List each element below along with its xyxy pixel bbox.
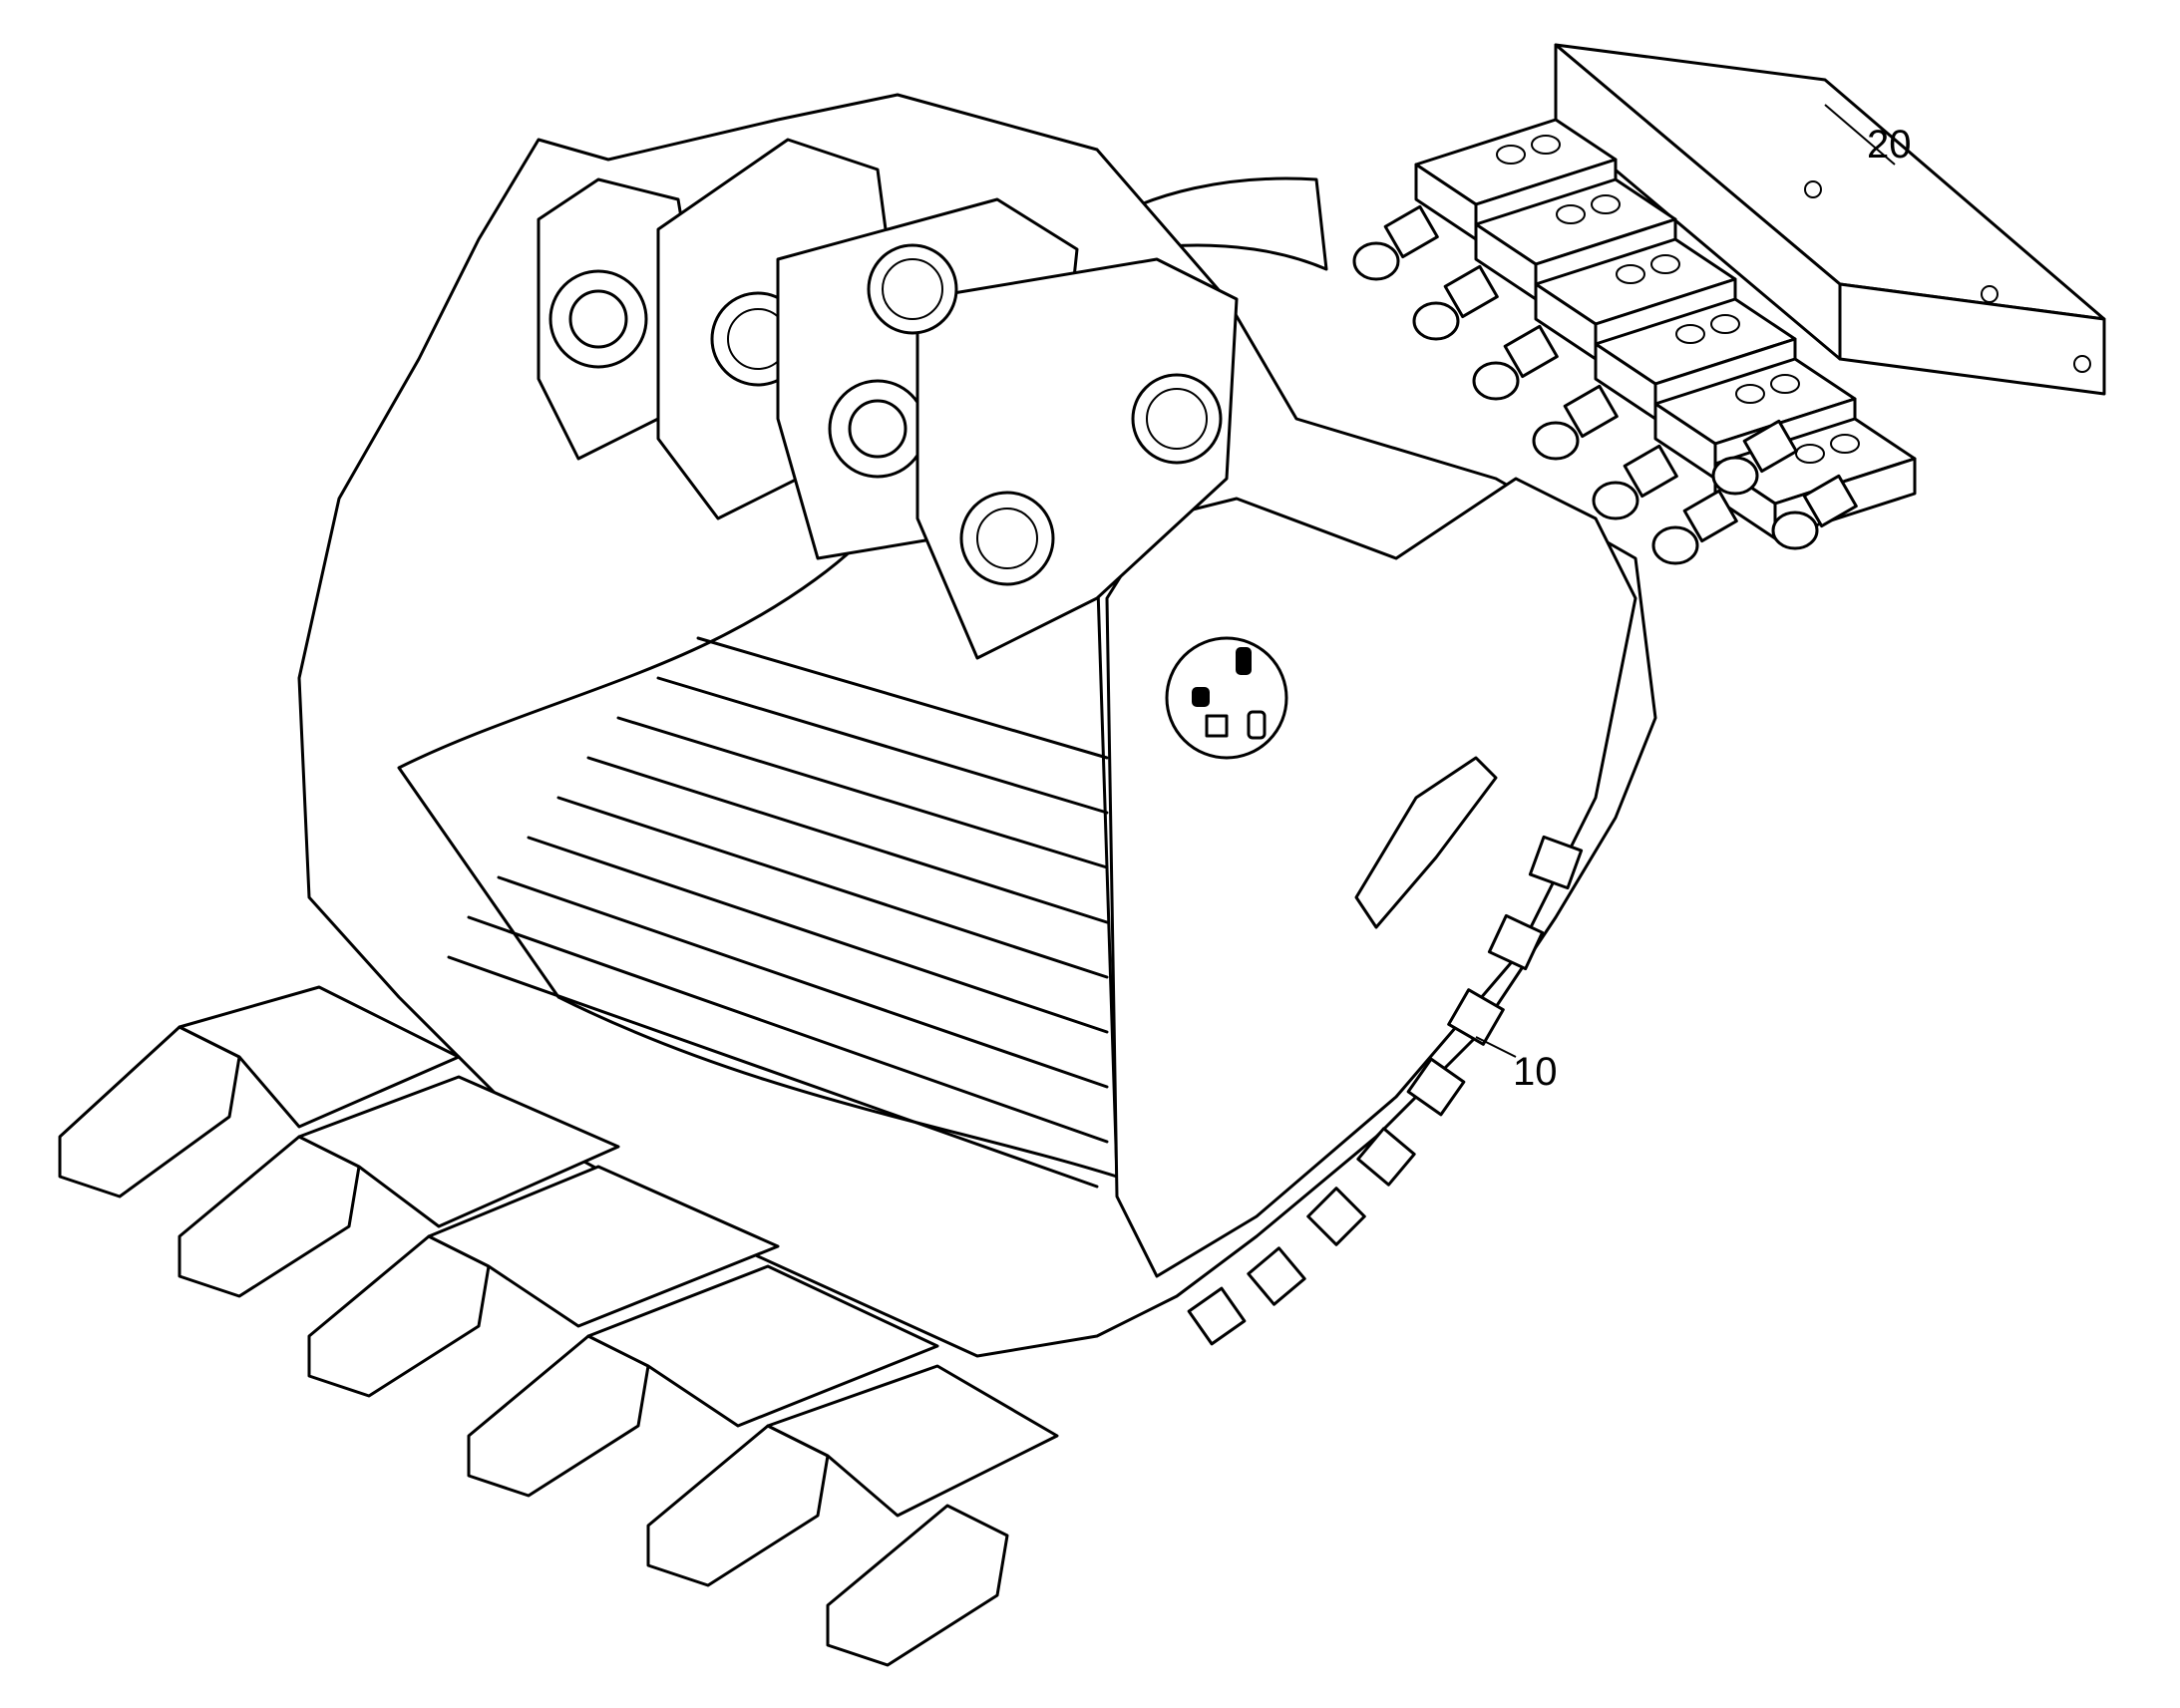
lubrication-manifold <box>1352 43 2106 565</box>
tooth-2 <box>178 1135 361 1298</box>
wear-liner-slats <box>447 636 1109 1189</box>
callout-10: 10 <box>1513 1050 1558 1094</box>
hinge-lugs <box>537 138 1239 660</box>
tooth-3 <box>307 1234 491 1398</box>
tooth-5 <box>646 1424 830 1587</box>
manifold-valve-blocks <box>1414 118 1917 540</box>
tooth-6 <box>826 1504 1009 1667</box>
manifold-fittings <box>1352 204 1858 565</box>
bucket-teeth <box>58 985 1059 1667</box>
tooth-4 <box>467 1334 650 1498</box>
edge-shrouds <box>1187 835 1584 1346</box>
lube-port-plate <box>1165 636 1288 760</box>
callout-20: 20 <box>1867 123 1912 167</box>
tooth-1 <box>58 1025 241 1198</box>
